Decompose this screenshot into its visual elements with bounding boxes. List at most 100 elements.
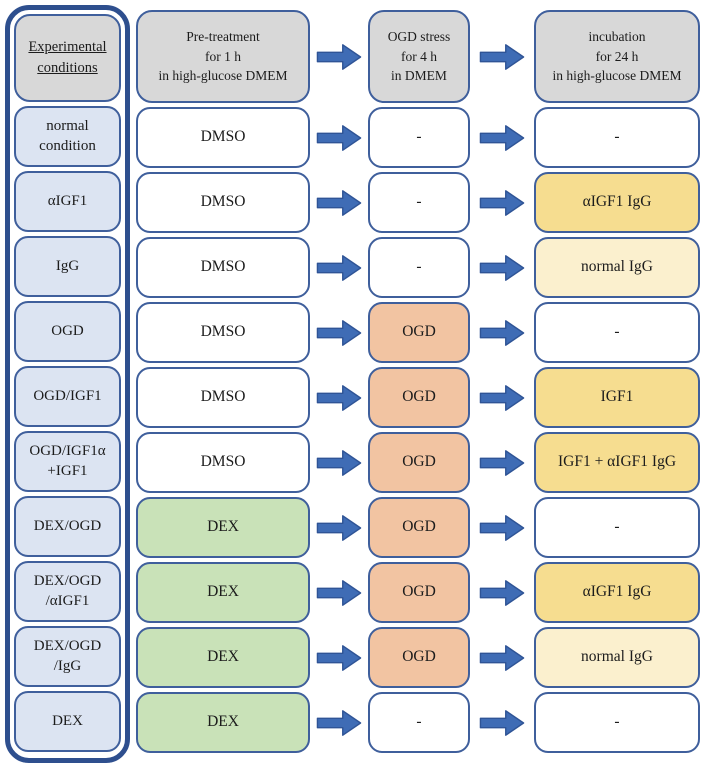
flow-arrow-icon: [479, 43, 525, 70]
arrow-slot: [312, 495, 366, 560]
pretreatment-header-slot: Pre-treatment for 1 h in high-glucose DM…: [136, 8, 310, 105]
arrow-slot: [473, 8, 531, 105]
incubation-column: incubation for 24 h in high-glucose DMEM…: [534, 8, 700, 755]
flow-arrow-icon: [316, 644, 362, 671]
condition-cell: DEX/OGD: [14, 496, 121, 557]
row-slot: DEX/OGD /IgG: [14, 624, 121, 689]
arrow-slot: [473, 430, 531, 495]
pretreatment-cell: DMSO: [136, 237, 310, 298]
incubation-cell: normal IgG: [534, 627, 700, 688]
row-slot: DMSO: [136, 430, 310, 495]
arrow-slot: [473, 105, 531, 170]
flow-arrow-icon: [316, 514, 362, 541]
arrow-slot: [312, 625, 366, 690]
ogd-stress-cell: OGD: [368, 367, 470, 428]
ogd-stress-cell: OGD: [368, 627, 470, 688]
flow-arrow-icon: [316, 319, 362, 346]
flow-arrow-icon: [316, 254, 362, 281]
flow-arrow-icon: [479, 384, 525, 411]
flow-arrow-icon: [316, 709, 362, 736]
row-slot: -: [368, 105, 470, 170]
experimental-conditions-column: Experimental conditions normal condition…: [5, 5, 130, 763]
row-slot: αIGF1 IgG: [534, 170, 700, 235]
incubation-cell: -: [534, 107, 700, 168]
row-slot: normal IgG: [534, 625, 700, 690]
pretreatment-cell: DEX: [136, 692, 310, 753]
arrow-slot: [312, 170, 366, 235]
conditions-header-slot: Experimental conditions: [14, 12, 121, 104]
arrow-slot: [312, 690, 366, 755]
row-slot: -: [368, 170, 470, 235]
pretreatment-cell: DMSO: [136, 302, 310, 363]
incubation-cell: αIGF1 IgG: [534, 172, 700, 233]
header-incubation: incubation for 24 h in high-glucose DMEM: [534, 10, 700, 103]
row-slot: DMSO: [136, 170, 310, 235]
arrow-slot: [312, 300, 366, 365]
row-slot: OGD/IGF1α +IGF1: [14, 429, 121, 494]
row-slot: DMSO: [136, 235, 310, 300]
pretreatment-cell: DMSO: [136, 432, 310, 493]
flow-arrow-icon: [479, 319, 525, 346]
flow-arrow-icon: [316, 124, 362, 151]
pretreatment-cell: DMSO: [136, 367, 310, 428]
arrow-column-1: [312, 8, 366, 755]
flow-arrow-icon: [479, 124, 525, 151]
ogd-stress-cell: OGD: [368, 302, 470, 363]
header-pretreatment: Pre-treatment for 1 h in high-glucose DM…: [136, 10, 310, 103]
incubation-cell: -: [534, 497, 700, 558]
row-slot: OGD: [368, 560, 470, 625]
row-slot: OGD: [368, 495, 470, 560]
row-slot: DEX: [136, 690, 310, 755]
row-slot: DMSO: [136, 365, 310, 430]
row-slot: OGD: [368, 625, 470, 690]
ogd-stress-column: OGD stress for 4 h in DMEM - - - OGD OGD…: [368, 8, 470, 755]
flow-arrow-icon: [316, 449, 362, 476]
row-slot: normal condition: [14, 104, 121, 169]
row-slot: OGD/IGF1: [14, 364, 121, 429]
row-slot: OGD: [14, 299, 121, 364]
flow-arrow-icon: [316, 189, 362, 216]
arrow-slot: [473, 495, 531, 560]
arrow-slot: [473, 300, 531, 365]
row-slot: -: [534, 690, 700, 755]
flow-arrow-icon: [479, 449, 525, 476]
row-slot: normal IgG: [534, 235, 700, 300]
condition-cell: OGD/IGF1: [14, 366, 121, 427]
condition-cell: IgG: [14, 236, 121, 297]
condition-cell: αIGF1: [14, 171, 121, 232]
ogd-stress-cell: OGD: [368, 562, 470, 623]
pretreatment-cell: DEX: [136, 627, 310, 688]
arrow-slot: [473, 170, 531, 235]
ogd-header-slot: OGD stress for 4 h in DMEM: [368, 8, 470, 105]
pretreatment-column: Pre-treatment for 1 h in high-glucose DM…: [136, 8, 310, 755]
arrow-slot: [473, 560, 531, 625]
condition-cell: DEX: [14, 691, 121, 752]
condition-cell: DEX/OGD /αIGF1: [14, 561, 121, 622]
condition-cell: OGD: [14, 301, 121, 362]
row-slot: -: [368, 235, 470, 300]
row-slot: IGF1 + αIGF1 IgG: [534, 430, 700, 495]
flow-arrow-icon: [479, 254, 525, 281]
header-experimental-conditions: Experimental conditions: [14, 14, 121, 102]
arrow-slot: [473, 365, 531, 430]
row-slot: DEX/OGD: [14, 494, 121, 559]
row-slot: DEX: [136, 495, 310, 560]
incubation-header-slot: incubation for 24 h in high-glucose DMEM: [534, 8, 700, 105]
arrow-column-2: [473, 8, 531, 755]
arrow-slot: [312, 235, 366, 300]
incubation-cell: -: [534, 302, 700, 363]
arrow-slot: [312, 8, 366, 105]
row-slot: DEX: [136, 625, 310, 690]
row-slot: OGD: [368, 430, 470, 495]
flow-arrow-icon: [316, 43, 362, 70]
incubation-cell: IGF1: [534, 367, 700, 428]
row-slot: OGD: [368, 365, 470, 430]
row-slot: DEX/OGD /αIGF1: [14, 559, 121, 624]
incubation-cell: αIGF1 IgG: [534, 562, 700, 623]
condition-cell: DEX/OGD /IgG: [14, 626, 121, 687]
condition-cell: OGD/IGF1α +IGF1: [14, 431, 121, 492]
arrow-slot: [312, 365, 366, 430]
flow-arrow-icon: [479, 189, 525, 216]
row-slot: αIGF1: [14, 169, 121, 234]
